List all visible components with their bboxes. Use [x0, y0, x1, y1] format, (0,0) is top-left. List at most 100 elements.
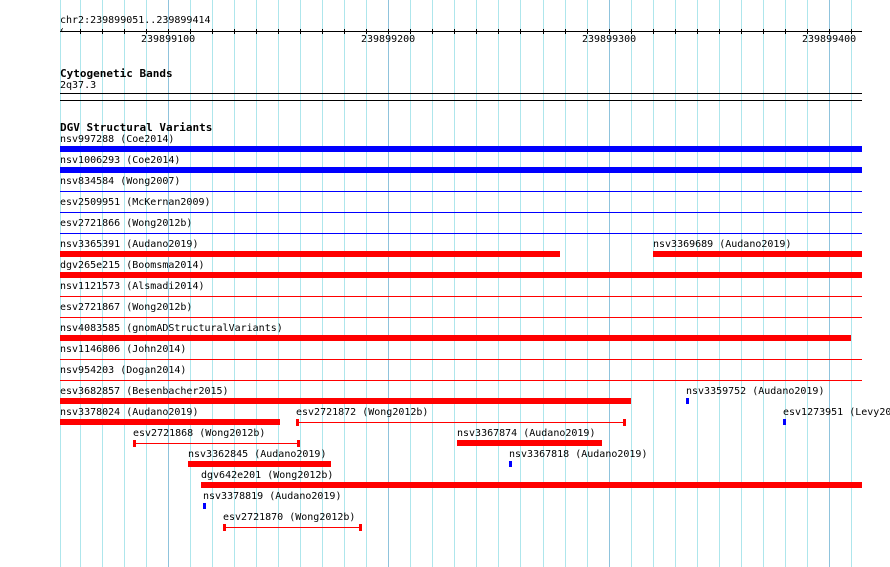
grid-line	[60, 0, 61, 567]
ruler-tick	[102, 29, 103, 34]
cytoband-label: 2q37.3	[60, 80, 97, 91]
cytoband-line	[60, 93, 862, 94]
feature-line	[133, 443, 300, 444]
feature-label[interactable]: nsv3378819 (Audano2019)	[203, 491, 342, 502]
feature-label[interactable]: nsv4083585 (gnomADStructuralVariants)	[60, 323, 283, 334]
feature-label[interactable]: nsv1006293 (Coe2014)	[60, 155, 181, 166]
variant-feature-dgv642e201[interactable]	[201, 482, 862, 488]
ruler-tick	[697, 29, 698, 34]
variant-feature-nsv3378024[interactable]	[60, 419, 280, 425]
ruler-tick	[410, 29, 411, 34]
grid-line	[653, 0, 654, 567]
feature-label[interactable]: nsv3362845 (Audano2019)	[188, 449, 327, 460]
variant-feature-nsv3367818[interactable]	[509, 461, 512, 467]
ruler-tick	[631, 29, 632, 34]
grid-line	[388, 0, 389, 567]
feature-label[interactable]: esv2721872 (Wong2012b)	[296, 407, 429, 418]
grid-line	[146, 0, 147, 567]
grid-line	[344, 0, 345, 567]
ruler-tick	[168, 29, 169, 34]
grid-line	[829, 0, 830, 567]
feature-label[interactable]: nsv1146806 (John2014)	[60, 344, 187, 355]
ruler-tick-label: 239899300	[582, 34, 637, 45]
variant-feature-esv2721870[interactable]	[223, 524, 362, 531]
variant-feature-dgv265e215[interactable]	[60, 272, 862, 278]
variant-feature-esv2721866[interactable]	[60, 233, 862, 234]
ruler-tick	[829, 29, 830, 34]
grid-line	[675, 0, 676, 567]
ruler-tick	[124, 29, 125, 34]
variant-feature-nsv3359752[interactable]	[686, 398, 689, 404]
ruler-tick	[80, 29, 81, 34]
feature-label[interactable]: nsv1121573 (Alsmadi2014)	[60, 281, 205, 292]
ruler-tick	[851, 29, 852, 34]
grid-line	[565, 0, 566, 567]
feature-label[interactable]: nsv3365391 (Audano2019)	[60, 239, 199, 250]
variant-feature-esv3682857[interactable]	[60, 398, 631, 404]
ruler-tick	[807, 29, 808, 34]
feature-label[interactable]: esv3682857 (Besenbacher2015)	[60, 386, 229, 397]
variant-feature-nsv3367874[interactable]	[457, 440, 602, 446]
grid-line	[697, 0, 698, 567]
variant-feature-esv2509951[interactable]	[60, 212, 862, 213]
variant-feature-esv2721868[interactable]	[133, 440, 300, 447]
ruler-tick	[366, 29, 367, 34]
grid-line	[278, 0, 279, 567]
variant-feature-nsv3369689[interactable]	[653, 251, 862, 257]
ruler-tick	[587, 29, 588, 34]
feature-label[interactable]: nsv3367818 (Audano2019)	[509, 449, 648, 460]
feature-label[interactable]: nsv3359752 (Audano2019)	[686, 386, 825, 397]
grid-line	[631, 0, 632, 567]
ruler-tick	[476, 29, 477, 34]
ruler-tick	[234, 29, 235, 34]
feature-label[interactable]: esv2509951 (McKernan2009)	[60, 197, 211, 208]
grid-line	[587, 0, 588, 567]
feature-label[interactable]: dgv642e201 (Wong2012b)	[201, 470, 334, 481]
ruler-tick	[609, 29, 610, 34]
feature-label[interactable]: nsv834584 (Wong2007)	[60, 176, 181, 187]
ruler-axis	[60, 31, 862, 32]
ruler-tick	[741, 29, 742, 34]
variant-feature-nsv4083585[interactable]	[60, 335, 851, 341]
variant-feature-nsv997288[interactable]	[60, 146, 862, 152]
variant-feature-nsv1121573[interactable]	[60, 296, 862, 297]
variant-feature-nsv3378819[interactable]	[203, 503, 206, 509]
grid-line	[520, 0, 521, 567]
ruler-tick	[278, 29, 279, 34]
variant-feature-nsv954203[interactable]	[60, 380, 862, 381]
feature-label[interactable]: nsv997288 (Coe2014)	[60, 134, 175, 145]
feature-label[interactable]: esv2721867 (Wong2012b)	[60, 302, 193, 313]
feature-label[interactable]: esv2721870 (Wong2012b)	[223, 512, 356, 523]
feature-label[interactable]: nsv954203 (Dogan2014)	[60, 365, 187, 376]
feature-label[interactable]: dgv265e215 (Boomsma2014)	[60, 260, 205, 271]
ruler-tick	[256, 29, 257, 34]
variant-feature-nsv1146806[interactable]	[60, 359, 862, 360]
variant-feature-nsv834584[interactable]	[60, 191, 862, 192]
feature-label[interactable]: nsv3378024 (Audano2019)	[60, 407, 199, 418]
grid-line	[234, 0, 235, 567]
feature-label[interactable]: esv2721868 (Wong2012b)	[133, 428, 266, 439]
feature-label[interactable]: nsv3367874 (Audano2019)	[457, 428, 596, 439]
ruler-tick	[498, 29, 499, 34]
ruler-left-arrow-icon[interactable]: ‹	[59, 25, 66, 36]
variant-feature-esv2721867[interactable]	[60, 317, 862, 318]
grid-line	[785, 0, 786, 567]
grid-line	[256, 0, 257, 567]
grid-line	[807, 0, 808, 567]
variant-feature-nsv1006293[interactable]	[60, 167, 862, 173]
feature-label[interactable]: esv2721866 (Wong2012b)	[60, 218, 193, 229]
variant-feature-nsv3362845[interactable]	[188, 461, 331, 467]
feature-start-cap	[223, 524, 226, 531]
location-label: chr2:239899051..239899414	[60, 15, 211, 26]
variant-feature-esv2721872[interactable]	[296, 419, 626, 426]
grid-line	[741, 0, 742, 567]
variant-feature-nsv3365391[interactable]	[60, 251, 560, 257]
feature-label[interactable]: esv1273951 (Levy2007)	[783, 407, 890, 418]
ruler-tick-label: 239899200	[361, 34, 416, 45]
grid-line	[763, 0, 764, 567]
feature-label[interactable]: nsv3369689 (Audano2019)	[653, 239, 792, 250]
ruler-tick	[432, 29, 433, 34]
variant-feature-esv1273951[interactable]	[783, 419, 786, 425]
grid-line	[80, 0, 81, 567]
